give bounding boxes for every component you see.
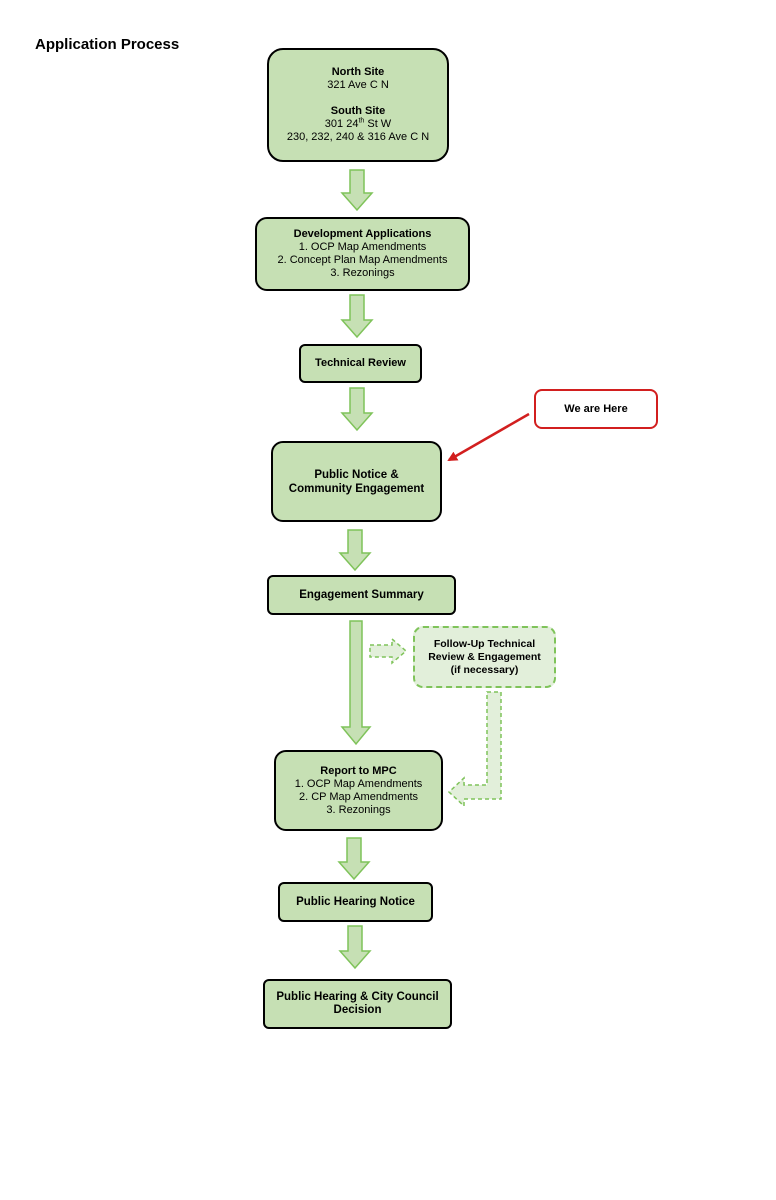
public-hearing-notice-label: Public Hearing Notice — [296, 895, 415, 908]
down-arrow-1 — [340, 169, 374, 212]
north-site-address: 321 Ave C N — [327, 79, 389, 91]
decision-line-1: Public Hearing & City Council — [276, 991, 439, 1003]
page-title: Application Process — [35, 36, 180, 53]
down-arrow-7 — [338, 925, 372, 970]
decision-box: Public Hearing & City Council Decision — [263, 979, 452, 1029]
down-arrow-3 — [340, 387, 374, 432]
development-applications-item: 3. Rezonings — [330, 267, 395, 279]
public-notice-line-2: Community Engagement — [288, 482, 425, 495]
decision-line-2: Decision — [333, 1004, 382, 1016]
north-site-heading: North Site — [331, 66, 385, 78]
dashed-return-arrow — [447, 691, 502, 808]
report-to-mpc-item: 3. Rezonings — [326, 803, 391, 816]
public-hearing-notice-box: Public Hearing Notice — [278, 882, 433, 922]
we-are-here-label: We are Here — [564, 403, 628, 415]
follow-up-line-1: Follow-Up Technical — [433, 637, 536, 650]
public-notice-line-1: Public Notice & — [314, 468, 399, 481]
public-notice-box: Public Notice & Community Engagement — [271, 441, 442, 522]
development-applications-item: 2. Concept Plan Map Amendments — [277, 254, 448, 266]
development-applications-box: Development Applications 1. OCP Map Amen… — [255, 217, 470, 291]
down-arrow-2 — [340, 294, 374, 339]
south-site-address-2: 230, 232, 240 & 316 Ave C N — [286, 131, 430, 143]
south-site-heading: South Site — [330, 105, 386, 117]
sites-box: North Site 321 Ave C N South Site 301 24… — [267, 48, 449, 162]
report-to-mpc-item: 2. CP Map Amendments — [298, 790, 419, 803]
engagement-summary-box: Engagement Summary — [267, 575, 456, 615]
development-applications-heading: Development Applications — [293, 228, 432, 240]
technical-review-box: Technical Review — [299, 344, 422, 383]
follow-up-line-2: Review & Engagement — [428, 650, 541, 663]
callout-pointer-arrow — [447, 412, 530, 462]
down-arrow-6 — [337, 837, 371, 881]
development-applications-item: 1. OCP Map Amendments — [298, 241, 427, 253]
engagement-summary-label: Engagement Summary — [299, 588, 424, 601]
down-arrow-long — [340, 620, 372, 746]
we-are-here-callout: We are Here — [534, 389, 658, 429]
follow-up-box: Follow-Up Technical Review & Engagement … — [413, 626, 556, 688]
dashed-right-arrow — [369, 637, 408, 665]
technical-review-label: Technical Review — [315, 357, 406, 369]
report-to-mpc-item: 1. OCP Map Amendments — [294, 777, 423, 790]
follow-up-line-3: (if necessary) — [450, 663, 519, 676]
report-to-mpc-box: Report to MPC 1. OCP Map Amendments 2. C… — [274, 750, 443, 831]
down-arrow-4 — [338, 529, 372, 572]
south-site-address: 301 24th St W — [324, 117, 392, 130]
report-to-mpc-heading: Report to MPC — [320, 764, 397, 777]
